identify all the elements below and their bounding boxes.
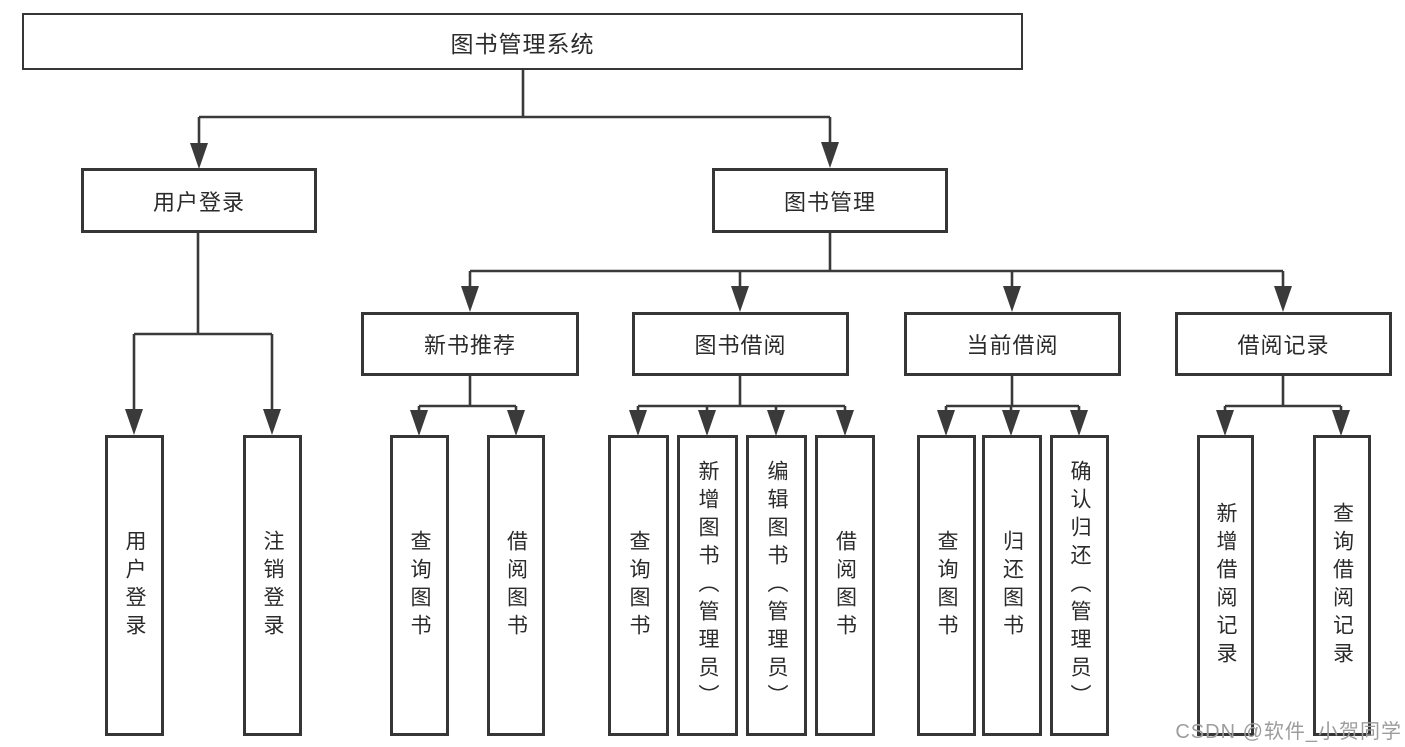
node-label: 查询图书 <box>627 529 650 642</box>
node-label: 图书借阅 <box>694 333 787 358</box>
leaf-borrow-books: 借阅图书 <box>815 435 875 736</box>
node-label: 当前借阅 <box>966 333 1059 358</box>
node-label: 图书管理系统 <box>450 30 595 57</box>
node-new-book-recommendation: 新书推荐 <box>361 312 579 376</box>
csdn-watermark: CSDN @软件_小贺同学 <box>1175 721 1402 743</box>
node-label: 用户登录 <box>152 189 245 215</box>
node-label: 借阅记录 <box>1237 333 1330 358</box>
leaf-borrow-books-recommendation: 借阅图书 <box>487 435 545 736</box>
node-label: 确认归还（管理员） <box>1068 459 1091 712</box>
node-label: 新书推荐 <box>423 333 516 358</box>
node-label: 新增借阅记录 <box>1214 501 1237 670</box>
node-label: 查询图书 <box>935 529 958 642</box>
leaf-query-books-borrowing: 查询图书 <box>608 435 669 736</box>
leaf-edit-books-admin: 编辑图书（管理员） <box>746 435 807 736</box>
node-label: 图书管理 <box>783 189 876 215</box>
node-book-management: 图书管理 <box>712 168 948 233</box>
leaf-query-books-current: 查询图书 <box>917 435 976 736</box>
leaf-add-borrow-record: 新增借阅记录 <box>1197 435 1254 736</box>
node-label: 用户登录 <box>123 529 146 642</box>
node-label: 借阅图书 <box>833 529 857 642</box>
node-label: 查询图书 <box>408 529 431 642</box>
node-borrowing-records: 借阅记录 <box>1175 312 1392 376</box>
node-label: 查询借阅记录 <box>1330 501 1354 670</box>
node-library-management-system: 图书管理系统 <box>22 13 1023 70</box>
leaf-logout: 注销登录 <box>243 435 302 736</box>
node-book-borrowing: 图书借阅 <box>632 312 849 376</box>
node-label: 编辑图书（管理员） <box>765 459 788 712</box>
leaf-query-books-recommendation: 查询图书 <box>390 435 449 736</box>
node-label: 注销登录 <box>261 529 284 642</box>
leaf-user-login: 用户登录 <box>105 435 164 736</box>
node-user-login: 用户登录 <box>81 168 317 233</box>
node-label: 归还图书 <box>1000 529 1024 642</box>
leaf-add-books-admin: 新增图书（管理员） <box>677 435 738 736</box>
node-label: 新增图书（管理员） <box>696 459 719 712</box>
leaf-return-books: 归还图书 <box>982 435 1042 736</box>
leaf-query-borrow-record: 查询借阅记录 <box>1313 435 1371 736</box>
leaf-confirm-return-admin: 确认归还（管理员） <box>1050 435 1109 736</box>
node-current-borrowing: 当前借阅 <box>904 312 1121 376</box>
node-label: 借阅图书 <box>504 529 528 642</box>
